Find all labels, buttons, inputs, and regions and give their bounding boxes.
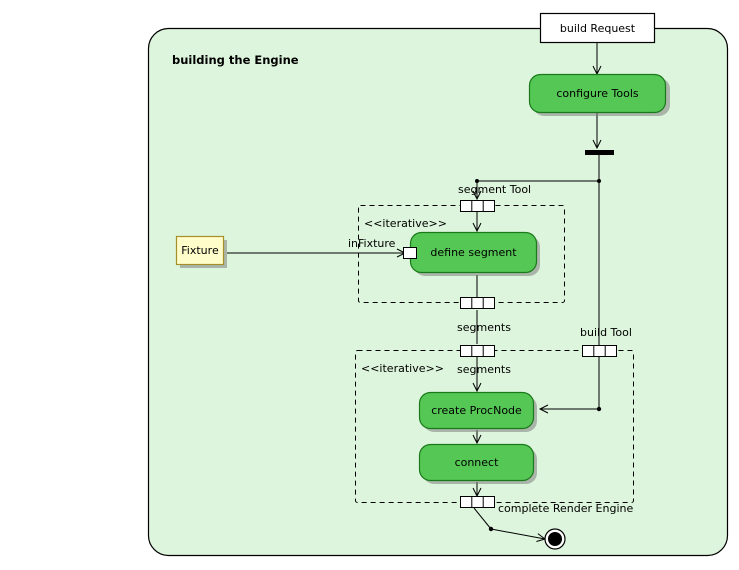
segments-in-label: segments — [457, 363, 511, 376]
edge-complete-segment-a — [473, 507, 492, 530]
expansion-node-build-tool[interactable] — [582, 345, 617, 357]
in-fixture-pin-label: inFixture — [348, 237, 396, 250]
expansion-node-segment-tool[interactable] — [460, 200, 495, 212]
expansion-node-complete-render-engine[interactable] — [460, 496, 495, 508]
node-fixture[interactable] — [175, 235, 228, 269]
junction-dot-final-edge — [488, 526, 494, 532]
activity-frame — [147, 27, 729, 557]
upper-region-stereotype: <<iterative>> — [364, 217, 447, 230]
node-connect[interactable] — [418, 443, 538, 485]
junction-dot-left — [475, 179, 479, 183]
node-define-segment[interactable] — [403, 231, 541, 277]
build-tool-pin-label: build Tool — [580, 326, 632, 339]
segment-tool-pin-label: segment Tool — [458, 183, 532, 196]
expansion-node-segments-out[interactable] — [460, 297, 495, 309]
lower-region-stereotype: <<iterative>> — [361, 362, 444, 375]
node-activity-final[interactable] — [544, 528, 566, 550]
activity-frame-title: building the Engine — [172, 53, 299, 67]
complete-render-engine-label: complete Render Engine — [498, 502, 634, 515]
node-configure-tools[interactable] — [528, 73, 671, 117]
junction-dot-buildtool — [596, 406, 602, 412]
node-create-procnode[interactable] — [418, 391, 538, 433]
junction-dot-right — [597, 179, 601, 183]
edge-complete-to-final — [490, 528, 547, 542]
expansion-node-segments-in[interactable] — [460, 345, 495, 357]
control-flow-edges — [227, 42, 602, 542]
node-build-request[interactable] — [539, 12, 656, 44]
segments-out-label: segments — [457, 321, 511, 334]
node-fork-bar — [585, 150, 614, 155]
